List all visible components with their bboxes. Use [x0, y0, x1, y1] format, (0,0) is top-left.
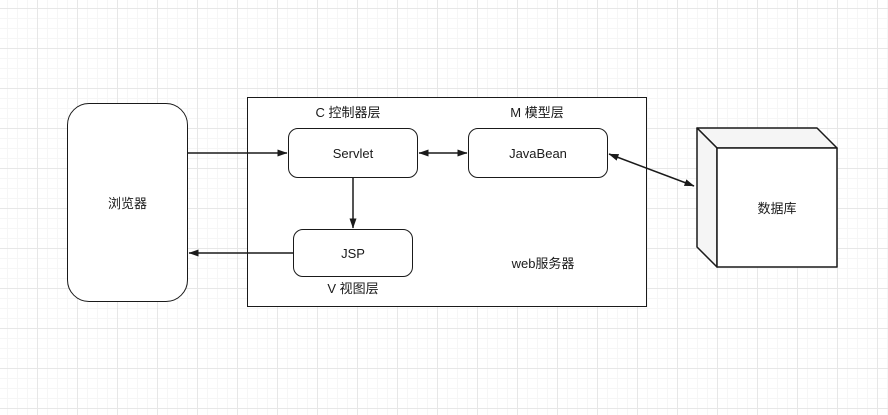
webserver-label: web服务器: [511, 256, 575, 271]
arrow-javabean-database-bidirectional[interactable]: [608, 153, 695, 187]
servlet-node[interactable]: Servlet: [288, 128, 418, 178]
jsp-node-label: JSP: [341, 245, 365, 261]
browser-node[interactable]: 浏览器: [67, 103, 188, 302]
javabean-node[interactable]: JavaBean: [468, 128, 608, 178]
view-layer-label: V 视图层: [327, 281, 379, 296]
controller-layer-label: C 控制器层: [315, 105, 381, 120]
database-cube-left-face[interactable]: [696, 127, 718, 268]
database-cube-top-face[interactable]: [696, 127, 838, 149]
jsp-node[interactable]: JSP: [293, 229, 413, 277]
model-layer-label: M 模型层: [510, 105, 564, 120]
database-node-label-text: 数据库: [757, 201, 797, 216]
database-node-label: 数据库: [717, 148, 837, 267]
servlet-node-label: Servlet: [332, 145, 374, 161]
browser-node-label: 浏览器: [107, 196, 147, 211]
javabean-node-label: JavaBean: [509, 145, 567, 161]
